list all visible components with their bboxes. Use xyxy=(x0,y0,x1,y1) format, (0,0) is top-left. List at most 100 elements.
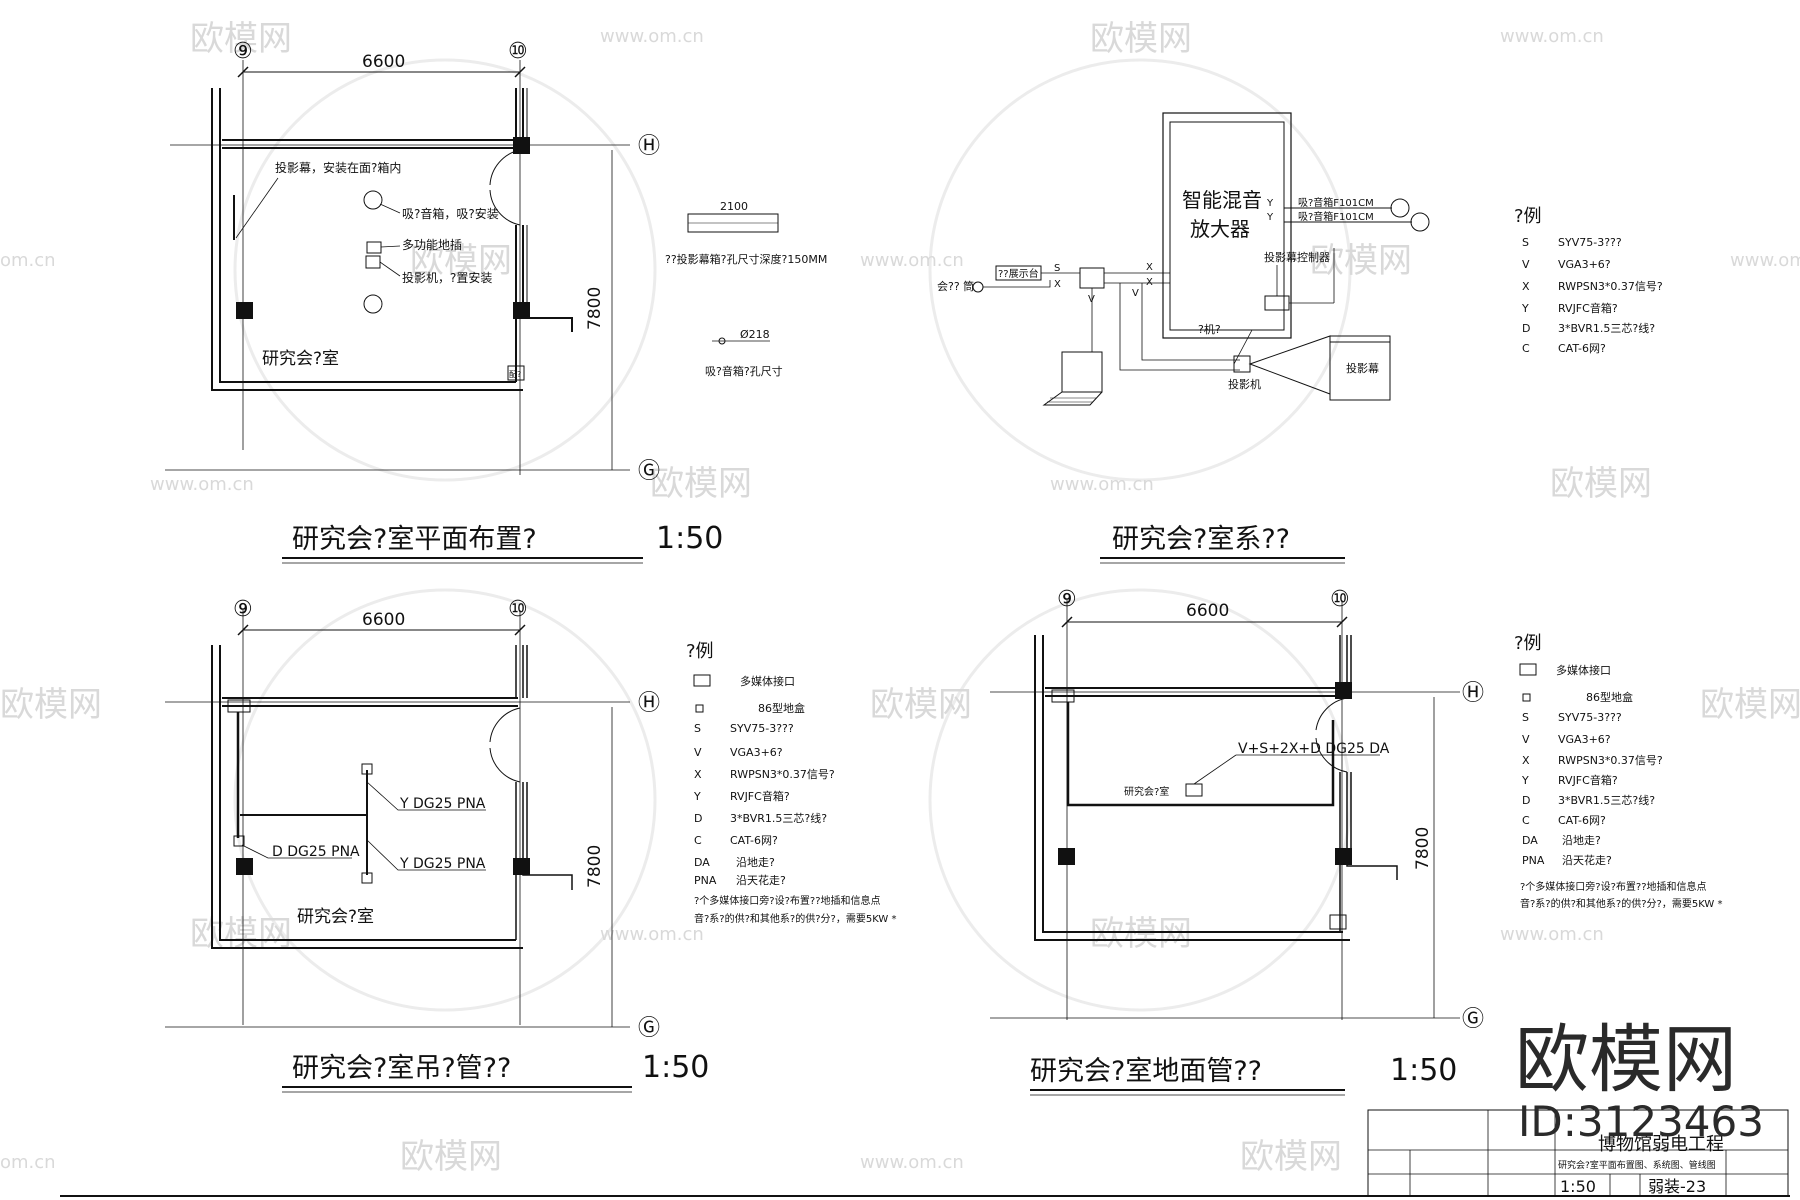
watermark-url: www.om.cn xyxy=(1050,474,1154,495)
floor-box-icon xyxy=(1522,693,1531,702)
svg-text:沿天花走?: 沿天花走? xyxy=(1562,854,1612,867)
conduit-run-3: Y DG25 PNA xyxy=(399,856,486,872)
distribution-panel xyxy=(507,365,525,381)
plan-view: 6600 ⑨ ⑩ Ⓗ Ⓖ 7800 投影幕，安装在面?箱内 吸?音箱，吸?安装 xyxy=(165,39,827,564)
speaker-output-1: 吸?音箱F101CM xyxy=(1298,196,1374,209)
speaker-note: 吸?音箱，吸?安装 xyxy=(402,206,499,221)
svg-text:VGA3+6?: VGA3+6? xyxy=(730,746,783,759)
svg-text:X: X xyxy=(1146,262,1153,273)
svg-text:PNA: PNA xyxy=(694,874,717,887)
watermark-logo-text: 欧模网 xyxy=(1515,1017,1737,1103)
svg-text:V: V xyxy=(1522,733,1530,746)
depth-dimension: 7800 xyxy=(585,287,605,330)
svg-text:SYV75-3???: SYV75-3??? xyxy=(730,722,794,735)
svg-text:RWPSN3*0.37信号?: RWPSN3*0.37信号? xyxy=(1558,754,1663,767)
grid-label-g: Ⓖ xyxy=(638,1016,660,1041)
svg-text:V: V xyxy=(1088,294,1095,305)
watermark-layer: 欧模网 欧模网 www.om.cn www.om.cn 欧模网 欧模网 om.c… xyxy=(0,19,1800,1177)
watermark-url: www.om.cn xyxy=(150,474,254,495)
svg-text:S: S xyxy=(1522,236,1529,249)
ceiling-box-icon xyxy=(233,835,245,847)
mic-label: 会?? 筒 xyxy=(937,279,974,293)
svg-text:V: V xyxy=(694,746,702,759)
column xyxy=(1335,682,1352,699)
width-dimension: 6600 xyxy=(362,52,405,72)
media-interface-icon xyxy=(693,674,711,687)
media-note: 多功能地插 xyxy=(402,238,462,252)
svg-text:S: S xyxy=(694,722,701,735)
box-note: ??投影幕箱?孔尺寸深度?150MM xyxy=(665,252,827,266)
cabinet-note: ?机? xyxy=(1198,322,1221,336)
svg-text:X: X xyxy=(1522,754,1530,767)
watermark-url: www.om.cn xyxy=(1730,250,1800,271)
grid-label-g: Ⓖ xyxy=(638,459,660,484)
watermark-url: www.om.cn xyxy=(860,1152,964,1173)
projector-note: 投影机，?置安装 xyxy=(402,270,492,285)
svg-text:DA: DA xyxy=(694,856,710,869)
watermark-id: ID:3123463 xyxy=(1518,1097,1764,1146)
svg-text:C: C xyxy=(694,834,702,847)
room-label: 研究会?室 xyxy=(297,907,374,927)
svg-text:Y: Y xyxy=(1266,212,1274,223)
watermark-brand: 欧模网 xyxy=(1310,241,1412,281)
ceiling-title: 研究会?室吊?管?? xyxy=(292,1053,511,1084)
watermark-logo: 欧模网 ID:3123463 xyxy=(1515,1017,1764,1146)
speaker-output-2: 吸?音箱F101CM xyxy=(1298,210,1374,223)
media-interface-icon xyxy=(1519,663,1537,676)
watermark-url: www.om.cn xyxy=(600,924,704,945)
plan-scale: 1:50 xyxy=(656,521,723,556)
conduit-run-2: D DG25 PNA xyxy=(272,844,360,860)
drawing-subtitle: 研究会?室平面布置图、系统图、管线图 xyxy=(1558,1159,1716,1171)
media-socket-icon xyxy=(366,241,382,254)
svg-text:CAT-6网?: CAT-6网? xyxy=(1558,814,1606,827)
svg-text:C: C xyxy=(1522,342,1530,355)
svg-text:CAT-6网?: CAT-6网? xyxy=(730,834,778,847)
watermark-brand: 欧模网 xyxy=(1700,685,1800,725)
svg-text:多媒体接口: 多媒体接口 xyxy=(740,674,795,688)
svg-text:Y: Y xyxy=(1521,302,1529,315)
amplifier-cabinet xyxy=(1162,112,1292,339)
svg-text:RVJFC音箱?: RVJFC音箱? xyxy=(1558,301,1618,315)
watermark-brand: 欧模网 xyxy=(410,241,512,281)
floor-conduit-run: V+S+2X+D DG25 DA xyxy=(1238,741,1390,757)
column xyxy=(236,858,253,875)
svg-text:DA: DA xyxy=(1522,834,1538,847)
watermark-brand: 欧模网 xyxy=(1090,19,1192,59)
svg-text:SYV75-3???: SYV75-3??? xyxy=(1558,711,1622,724)
watermark-url: www.om.cn xyxy=(1500,26,1604,47)
svg-text:多媒体接口: 多媒体接口 xyxy=(1556,663,1611,677)
floor-scale: 1:50 xyxy=(1390,1053,1457,1088)
project-name: 博物馆弱电工程 xyxy=(1598,1134,1724,1155)
svg-text:CAT-6网?: CAT-6网? xyxy=(1558,342,1606,355)
grid-label-h: Ⓗ xyxy=(638,691,660,716)
column xyxy=(513,137,530,154)
svg-text:3*BVR1.5三芯?线?: 3*BVR1.5三芯?线? xyxy=(730,811,827,825)
projector-icon xyxy=(365,255,381,269)
svg-text:X: X xyxy=(1054,279,1061,290)
screen-controller xyxy=(1264,295,1290,311)
svg-text:86型地盒: 86型地盒 xyxy=(758,701,805,715)
floor-conduit-plan: 6600 ⑨ ⑩ Ⓗ Ⓖ 7800 V+S+2X+D DG25 DA 研究会?室… xyxy=(990,587,1722,1096)
grid-label-9: ⑨ xyxy=(233,597,253,622)
svg-text:C: C xyxy=(1522,814,1530,827)
grid-label-9: ⑨ xyxy=(1057,587,1077,612)
ceiling-box-icon xyxy=(361,872,373,884)
watermark-brand: 欧模网 xyxy=(1090,914,1192,954)
svg-text:D: D xyxy=(1522,322,1530,335)
column xyxy=(236,302,253,319)
watermark-url: www.om.cn xyxy=(1500,924,1604,945)
svg-text:X: X xyxy=(1522,280,1530,293)
sheet-number: 弱装-23 xyxy=(1648,1177,1706,1196)
grid-label-h: Ⓗ xyxy=(638,134,660,159)
svg-text:3*BVR1.5三芯?线?: 3*BVR1.5三芯?线? xyxy=(1558,321,1655,335)
watermark-brand: 欧模网 xyxy=(650,464,752,504)
ceiling-conduit-plan: 6600 ⑨ ⑩ Ⓗ Ⓖ 7800 Y DG25 PNA D DG25 PNA … xyxy=(165,597,896,1093)
panel-box xyxy=(1051,689,1075,703)
ceiling-box-icon xyxy=(361,763,373,775)
display-label: ??展示台 xyxy=(998,267,1039,280)
svg-text:V: V xyxy=(1522,258,1530,271)
room-label: 研究会?室 xyxy=(1124,785,1169,798)
